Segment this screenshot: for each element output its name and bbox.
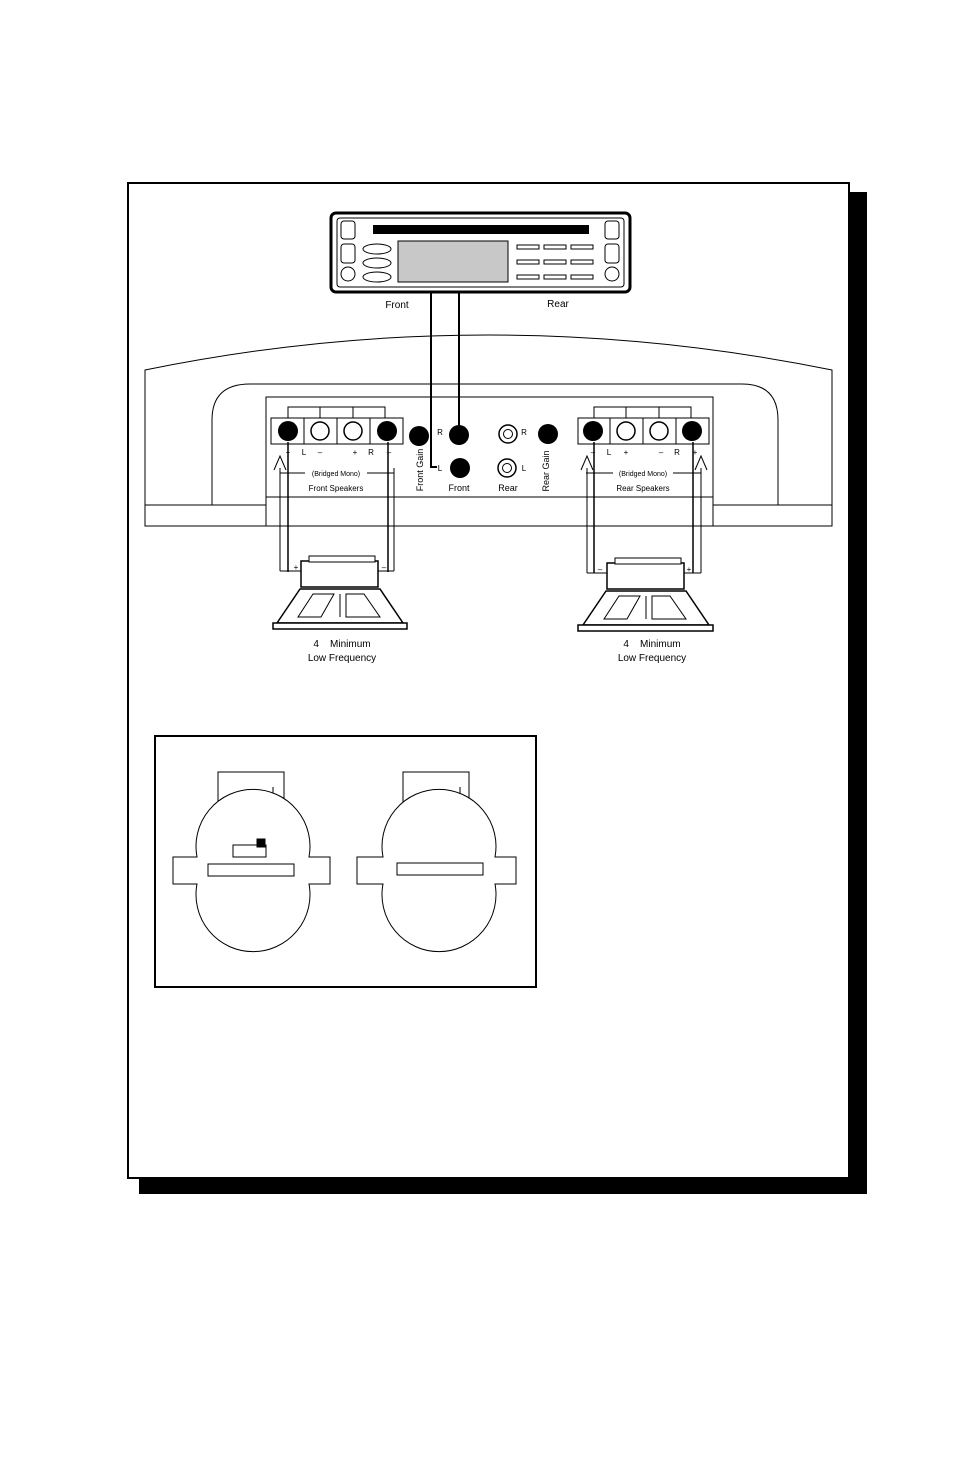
page-frame	[127, 182, 850, 1179]
right-speaker-minus: –	[598, 565, 603, 574]
left-speaker-plus: +	[294, 563, 299, 572]
cd-slot	[373, 225, 589, 234]
head-unit-rear-label: Rear	[547, 299, 569, 310]
rear-input-l-jack[interactable]	[497, 458, 517, 478]
rear-term-minus2: –	[659, 448, 664, 457]
left-speaker-type: Low Frequency	[308, 653, 376, 664]
rear-inputs-label: Rear	[498, 483, 518, 493]
left-speaker-impedance: 4 Minimum	[313, 639, 370, 650]
head-unit	[329, 211, 632, 294]
head-unit-front-label: Front	[385, 300, 409, 311]
front-bridged-label: (Bridged Mono)	[312, 471, 360, 478]
rear-term-l: L	[607, 448, 612, 457]
rear-term-plus2: +	[693, 448, 698, 457]
switch-right-icon	[356, 771, 517, 953]
front-speakers-label: Front Speakers	[309, 484, 364, 493]
front-input-r-label: R	[437, 428, 443, 437]
front-term-l: L	[302, 448, 307, 457]
front-term-r: R	[368, 448, 374, 457]
rear-term-plus1: +	[624, 448, 629, 457]
rear-input-l-label: L	[522, 464, 527, 473]
rear-terminal-block	[577, 406, 710, 445]
left-speaker-minus: –	[382, 563, 387, 572]
front-term-minus1: –	[318, 448, 323, 457]
rear-bridged-label: (Bridged Mono)	[619, 471, 667, 478]
right-speaker-icon	[577, 557, 714, 632]
rear-gain-knob[interactable]	[538, 424, 558, 444]
front-gain-knob[interactable]	[409, 426, 429, 446]
front-input-l-jack[interactable]	[450, 458, 470, 478]
rear-gain-label: Rear Gain	[541, 450, 551, 491]
rear-term-r: R	[674, 448, 680, 457]
front-input-l-label: L	[438, 464, 443, 473]
rca-cables	[430, 292, 460, 468]
rear-speakers-label: Rear Speakers	[616, 484, 669, 493]
rear-input-r-jack[interactable]	[498, 424, 518, 444]
switch-left-icon	[172, 771, 331, 953]
left-speaker-wiring	[273, 442, 395, 572]
front-gain-label: Front Gain	[415, 449, 425, 492]
right-speaker-impedance: 4 Minimum	[623, 639, 680, 650]
front-term-plus2: +	[353, 448, 358, 457]
front-input-r-jack[interactable]	[449, 425, 469, 445]
front-terminal-block	[270, 406, 404, 445]
right-speaker-type: Low Frequency	[618, 653, 686, 664]
right-speaker-wiring	[580, 442, 708, 574]
right-speaker-plus: +	[687, 565, 692, 574]
front-inputs-label: Front	[448, 483, 470, 493]
left-speaker-icon	[272, 555, 408, 630]
front-term-minus2: –	[387, 448, 392, 457]
rear-input-r-label: R	[521, 428, 527, 437]
